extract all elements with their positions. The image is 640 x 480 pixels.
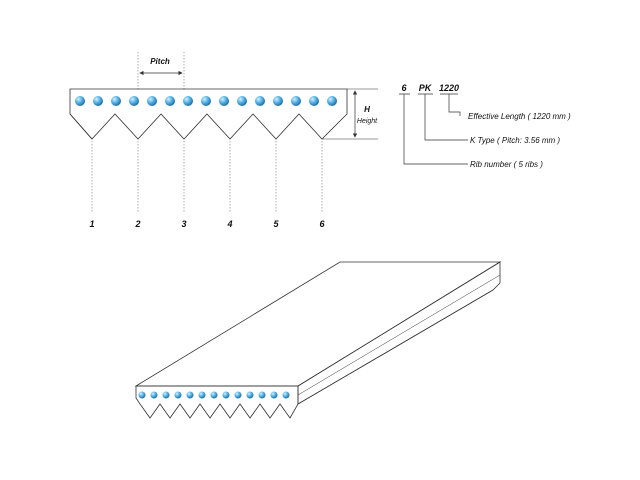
cord-icon — [270, 391, 278, 399]
cord-icon — [282, 391, 290, 399]
cord-icon — [138, 391, 146, 399]
cord-icon — [201, 96, 211, 106]
belt-right-face — [297, 261, 501, 405]
cord-icon — [234, 391, 242, 399]
rib-leaders — [91, 141, 323, 213]
belt-side-line — [297, 274, 501, 396]
cord-icon — [165, 96, 175, 106]
cord-icon — [111, 96, 121, 106]
cord-icon — [93, 96, 103, 106]
rib-number-2: 2 — [134, 219, 140, 229]
pitch-label: Pitch — [150, 57, 170, 66]
rib-number-1: 1 — [89, 219, 94, 229]
effective-length-label: Effective Length ( 1220 mm ) — [468, 112, 571, 121]
cord-icon — [210, 391, 218, 399]
cross-section: Pitch H Height — [69, 52, 378, 229]
cord-icon — [237, 96, 247, 106]
belt-3d — [134, 261, 502, 419]
rib-number-label: Rib number ( 5 ribs ) — [470, 160, 543, 169]
rib-bracket — [399, 93, 468, 165]
belt-rib-edge — [297, 289, 494, 405]
cord-icon — [75, 96, 85, 106]
cord-icon — [183, 96, 193, 106]
cord-icon — [162, 391, 170, 399]
cord-icon — [327, 96, 337, 106]
length-bracket — [440, 93, 461, 116]
cord-icon — [255, 96, 265, 106]
height-sublabel: Height — [357, 118, 378, 125]
height-label: H — [364, 105, 370, 114]
cord-icon — [129, 96, 139, 106]
belt-front-face — [135, 385, 299, 419]
rib-number-3: 3 — [181, 219, 186, 229]
code-type: PK — [419, 83, 433, 93]
cord-icon — [219, 96, 229, 106]
rib-number-5: 5 — [273, 219, 279, 229]
cord-row — [75, 96, 337, 106]
cord-icon — [150, 391, 158, 399]
cord-icon — [222, 391, 230, 399]
cord-icon — [186, 391, 194, 399]
cord-icon — [309, 96, 319, 106]
rib-number-4: 4 — [226, 219, 232, 229]
cord-icon — [291, 96, 301, 106]
belt-profile — [69, 88, 348, 140]
belt-top-face — [134, 261, 502, 387]
cord-icon — [147, 96, 157, 106]
k-type-label: K Type ( Pitch: 3.56 mm ) — [470, 136, 560, 145]
cord-icon — [174, 391, 182, 399]
rib-inner-lines — [69, 113, 93, 140]
front-cord-row — [138, 391, 290, 399]
designation-legend: 6 PK 1220 Effective Length ( 1220 mm ) K… — [399, 83, 571, 169]
rib-number-6: 6 — [319, 219, 325, 229]
cord-icon — [273, 96, 283, 106]
cord-icon — [258, 391, 266, 399]
code-rib: 6 — [401, 83, 407, 93]
type-bracket — [418, 93, 468, 141]
cord-icon — [198, 391, 206, 399]
cord-icon — [246, 391, 254, 399]
code-length: 1220 — [439, 83, 459, 93]
